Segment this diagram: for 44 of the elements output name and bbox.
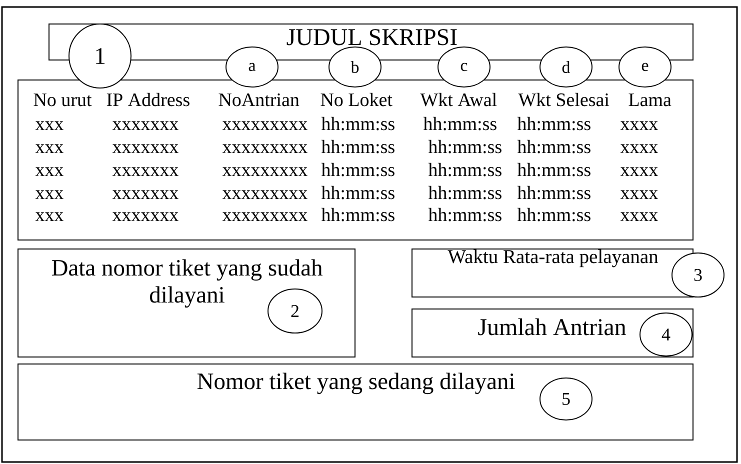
table-cell: hh:mm:ss — [321, 186, 394, 200]
table-cell: xxxxxxx — [112, 144, 178, 153]
column-header: IP Address — [106, 92, 190, 106]
table-cell: xxxx — [620, 121, 658, 130]
table-cell: hh:mm:ss — [321, 162, 394, 176]
table-cell: hh:mm:ss — [517, 162, 590, 176]
table-cell: hh:mm:ss — [321, 208, 394, 222]
text-box: Waktu Rata-rata pelayanan — [412, 248, 694, 298]
screen-frame — [1, 6, 738, 463]
table-cell: xxxxxxx — [112, 121, 178, 130]
table-cell: xxxx — [620, 144, 658, 153]
table-cell: xxx — [35, 121, 64, 130]
column-header: No Loket — [320, 92, 392, 106]
table-cell: xxx — [35, 212, 64, 221]
table-cell: hh:mm:ss — [321, 140, 394, 154]
table-cell: xxxxxxx — [112, 212, 178, 221]
table-cell: hh:mm:ss — [428, 140, 502, 154]
table-cell: hh:mm:ss — [517, 208, 590, 222]
column-header: No urut — [34, 94, 92, 106]
table-cell: hh:mm:ss — [517, 140, 590, 154]
table-cell: xxxx — [620, 167, 658, 176]
table-cell: xxxxxxx — [112, 190, 178, 199]
table-cell: hh:mm:ss — [423, 116, 496, 130]
table-cell: hh:mm:ss — [517, 116, 590, 130]
table-cell: xxxxxxx — [112, 167, 178, 176]
table-cell: xxxxxxxxx — [222, 121, 308, 130]
table-cell: xxxxxxxxx — [222, 190, 308, 199]
table-cell: hh:mm:ss — [428, 162, 502, 176]
column-header: Lama — [628, 94, 672, 106]
table-cell: hh:mm:ss — [321, 116, 394, 130]
column-header: Wkt Selesai — [518, 92, 610, 106]
table-cell: xxx — [35, 167, 64, 176]
table-cell: xxxxxxxxx — [222, 144, 308, 153]
column-header: Wkt Awal — [420, 92, 497, 106]
table-cell: xxx — [35, 144, 64, 153]
table-cell: hh:mm:ss — [428, 208, 502, 222]
table-cell: hh:mm:ss — [517, 186, 590, 200]
table-cell: xxxxxxxxx — [222, 212, 308, 221]
table-cell: xxxx — [620, 190, 658, 199]
column-header: NoAntrian — [218, 93, 300, 106]
table-cell: xxxx — [620, 212, 658, 221]
table-cell: xxx — [35, 190, 64, 199]
table-cell: xxxxxxxxx — [222, 167, 308, 176]
table-cell: hh:mm:ss — [428, 186, 502, 200]
